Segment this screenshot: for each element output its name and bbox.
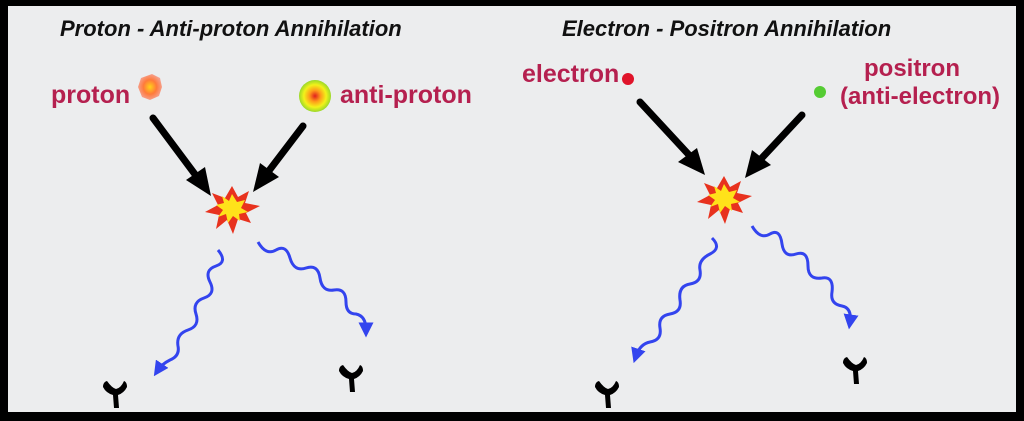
proton-label: proton (51, 81, 130, 109)
left-photon-wave-right (256, 241, 374, 338)
left-panel: Proton - Anti-proton Annihilation proton… (51, 16, 472, 408)
right-photon-wave-left (631, 236, 718, 364)
positron-label: positron (864, 55, 960, 82)
positron-particle-icon (814, 86, 826, 98)
proton-particle-icon (138, 74, 162, 100)
annihilation-burst-icon (205, 186, 260, 234)
left-photon-wave-left (153, 249, 224, 377)
right-panel: Electron - Positron Annihilation electro… (522, 16, 1000, 408)
electron-particle-icon (622, 73, 634, 85)
left-panel-title: Proton - Anti-proton Annihilation (60, 16, 402, 41)
left-detector-left-icon (103, 381, 127, 408)
right-detector-right-icon (843, 357, 867, 384)
anti-proton-incoming-arrow (253, 122, 307, 192)
right-photon-wave-right (750, 225, 859, 330)
right-detector-left-icon (595, 381, 619, 408)
diagram-background (8, 6, 1016, 412)
electron-incoming-arrow (636, 98, 705, 175)
left-detector-right-icon (339, 365, 363, 392)
right-panel-title: Electron - Positron Annihilation (562, 16, 891, 41)
annihilation-burst-icon (697, 176, 752, 224)
anti-proton-particle-icon (299, 80, 331, 112)
electron-label: electron (522, 60, 619, 88)
proton-incoming-arrow (149, 114, 211, 196)
anti-proton-label: anti-proton (340, 81, 472, 109)
anti-electron-label: (anti-electron) (840, 83, 1000, 110)
positron-incoming-arrow (745, 111, 806, 178)
